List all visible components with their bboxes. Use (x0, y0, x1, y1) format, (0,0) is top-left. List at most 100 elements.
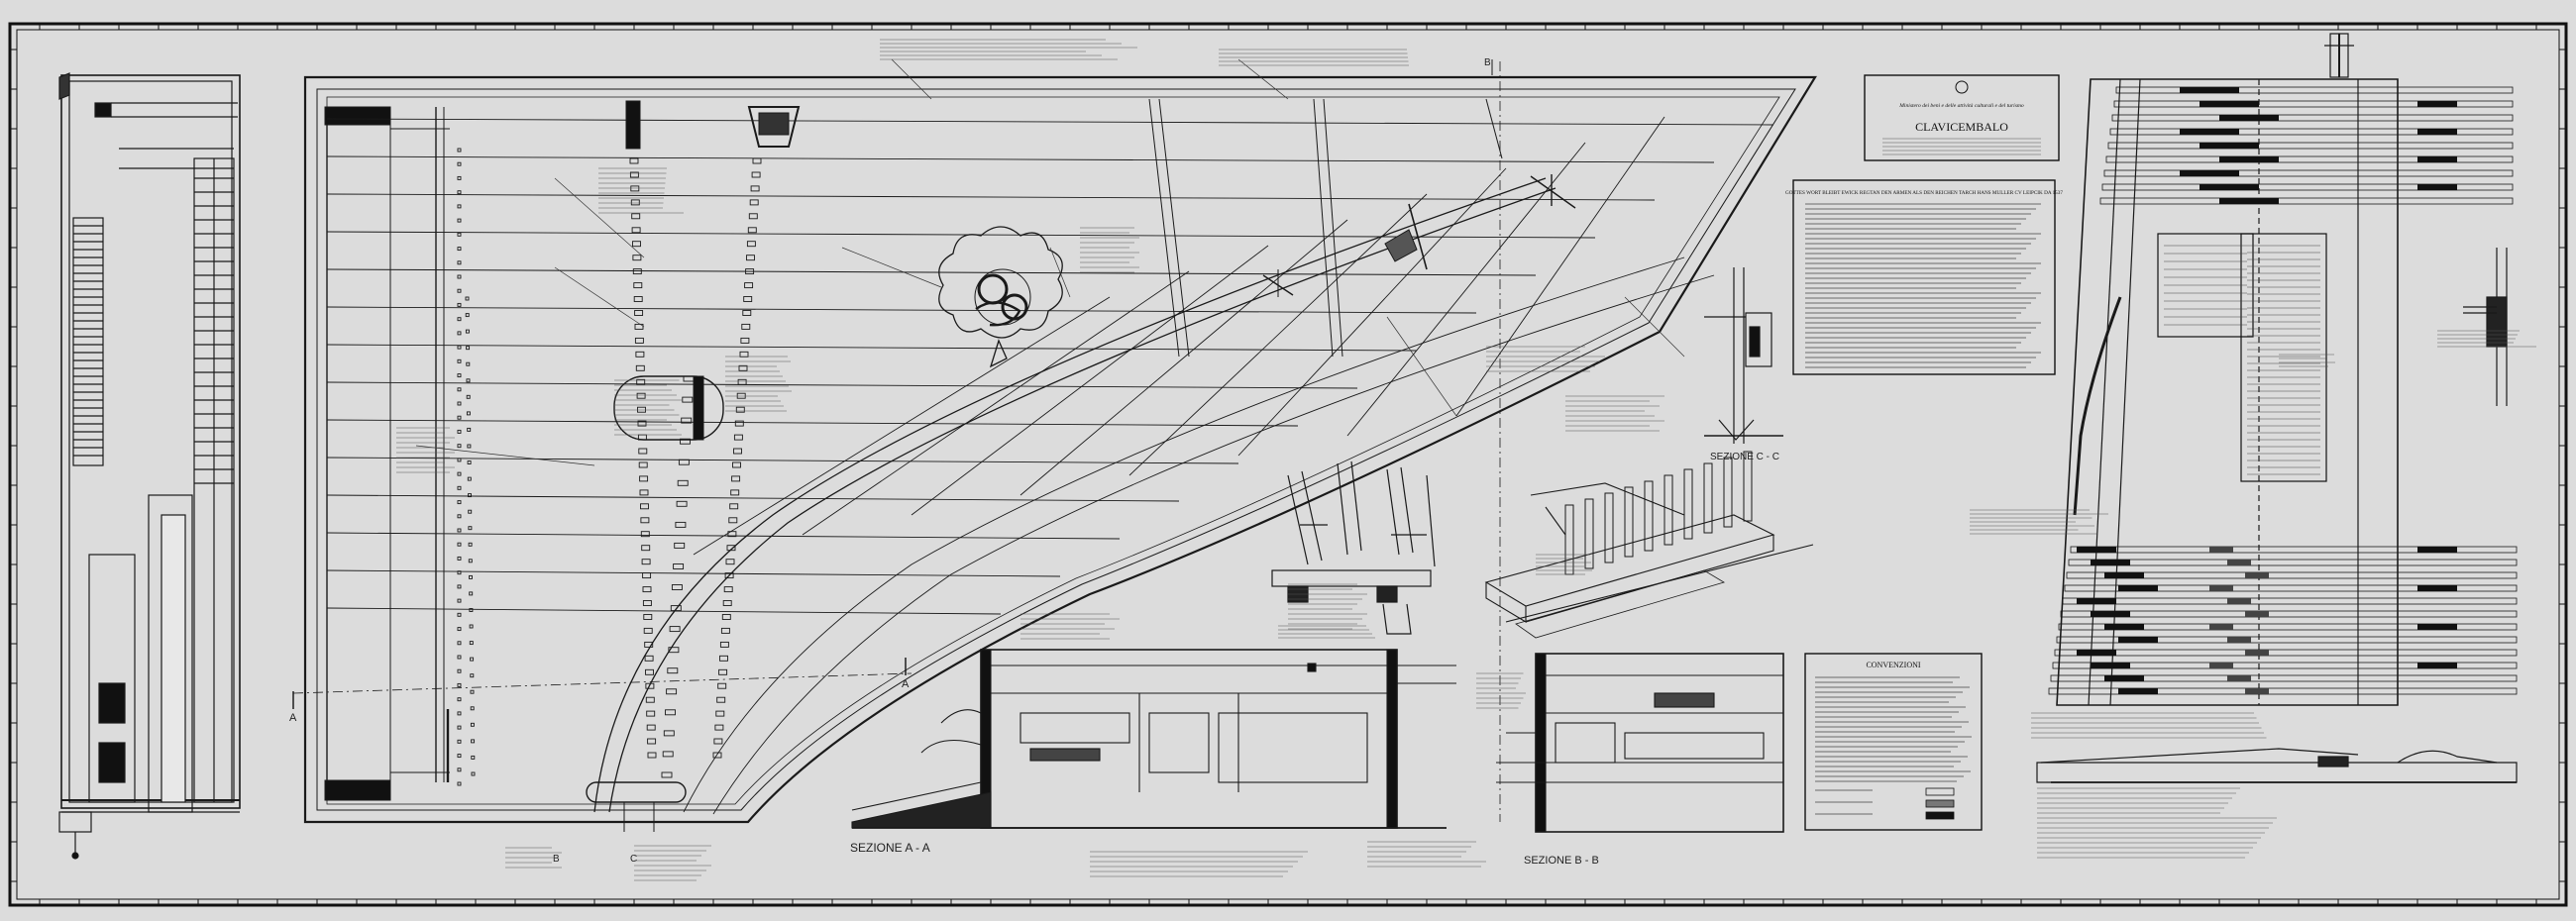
key-lever-dark (2227, 560, 2251, 565)
key-lever (2054, 649, 2518, 657)
jack-slot (469, 591, 474, 596)
jack-slot (677, 479, 689, 486)
jack-slot (629, 171, 639, 178)
jack-slot (635, 351, 645, 358)
jack-slot (631, 227, 641, 234)
key-lever-dark (2104, 675, 2144, 681)
jack-slot (640, 531, 650, 538)
jack-slot (728, 517, 738, 524)
jack-slot (457, 598, 462, 603)
jack-slot (647, 738, 657, 745)
jack-slot (681, 417, 693, 424)
jack-slot (457, 274, 462, 279)
plan-detail-marks (292, 59, 1576, 832)
jack-slot (457, 627, 462, 632)
jack-slot (734, 420, 744, 427)
jack-slot (468, 542, 473, 547)
conventions-title: CONVENZIONI (1866, 661, 1920, 669)
jack-slot (457, 161, 462, 166)
jack-slot (637, 420, 647, 427)
key-lever (2105, 155, 2514, 163)
jack-slot (466, 378, 471, 383)
leader-line (1237, 58, 1289, 100)
jack-slot (457, 247, 462, 252)
jack-slot (670, 605, 682, 612)
jack-slot (457, 232, 462, 237)
jack-slot (678, 459, 690, 465)
key-lever-dark (2118, 688, 2158, 694)
jack-slot (469, 608, 474, 612)
jack-slot (642, 600, 652, 606)
jack-slot (469, 641, 474, 646)
convention-legend-swatches (1925, 787, 1955, 820)
key-lever-dark (2209, 585, 2233, 591)
string-lines (326, 116, 1774, 615)
jack-slot (646, 710, 656, 717)
jack-slot (457, 471, 462, 476)
string-line (326, 231, 1596, 239)
jack-slot (751, 171, 761, 178)
key-lever (2111, 114, 2514, 122)
key-lever-dark (2245, 611, 2269, 617)
iso-pin (1703, 462, 1713, 534)
key-lever-dark (2091, 663, 2130, 668)
jack-slot (468, 509, 473, 514)
key-lever-dark (2417, 585, 2457, 591)
section-markers: A A B B C (289, 57, 1491, 865)
key-lever-dark (2200, 143, 2259, 149)
jack-slot (727, 531, 737, 538)
jack-slot (457, 612, 462, 617)
keyboard-end (324, 106, 450, 801)
diagonal-line (911, 245, 1269, 516)
jack-slot (634, 310, 644, 316)
jack-slot (465, 329, 470, 334)
string-line (326, 268, 1537, 276)
isometric-mechanism-detail (1484, 482, 1814, 639)
key-lever-dark (2104, 572, 2144, 578)
marker-b-top: B (1484, 57, 1491, 68)
jack-slot (733, 448, 742, 455)
key-lever-dark (2417, 624, 2457, 630)
key-lever-dark (2077, 547, 2116, 553)
jack-slot (457, 331, 462, 336)
leader-line (1624, 296, 1685, 358)
jack-slot (675, 521, 687, 528)
jack-slot (665, 709, 676, 716)
marker-a-left: A (289, 712, 297, 724)
key-lever-dark (2245, 650, 2269, 656)
jack-slot (457, 528, 462, 533)
jack-slot (457, 570, 462, 575)
key-lever-dark (2219, 156, 2279, 162)
diagonal-line (802, 270, 1190, 536)
jack-slot (676, 500, 688, 507)
jack-slot (645, 696, 655, 703)
section-aa-drawing (851, 649, 1456, 829)
leader-line (1386, 316, 1457, 417)
inscription-panel: GOTTES WORT BLEIBT EWICK REGTAN DEN ARME… (1785, 179, 2063, 375)
diagonal-line (693, 296, 1111, 556)
jack-slot (457, 260, 462, 265)
jack-slot (467, 476, 472, 481)
jack-slot (732, 461, 741, 468)
isometric-pins (1564, 451, 1753, 575)
diagonal-line (1020, 219, 1348, 496)
jack-slot (457, 725, 462, 730)
key-lever-dark (2417, 156, 2457, 162)
jack-slot (632, 255, 642, 261)
key-lever (2068, 559, 2518, 566)
key-lever (2115, 86, 2514, 94)
jack-slot (471, 771, 476, 776)
jack-slot (630, 185, 640, 192)
jack-slot (471, 755, 476, 760)
jack-slot (668, 647, 680, 654)
key-lever (2064, 584, 2518, 592)
rose-ornament (938, 226, 1063, 368)
conventions-panel: CONVENZIONI (1804, 653, 1983, 831)
jack-slot (468, 526, 473, 531)
jack-slot (719, 641, 729, 648)
jack-slot (643, 614, 653, 620)
jack-slot (639, 489, 649, 496)
jack-slot (644, 641, 654, 648)
leader-line (841, 247, 942, 288)
